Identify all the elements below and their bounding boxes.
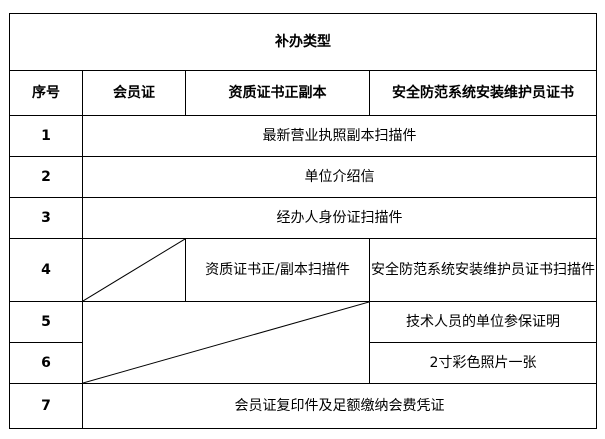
row-text-7: 会员证复印件及足额缴纳会费凭证 <box>82 383 597 429</box>
row-6-installer-card: 2寸彩色照片一张 <box>369 342 597 384</box>
diagonal-line <box>83 302 369 383</box>
diagonal-line <box>83 239 185 301</box>
row-index-3: 3 <box>9 197 83 239</box>
row-index-2: 2 <box>9 156 83 198</box>
row-5-installer-card: 技术人员的单位参保证明 <box>369 301 597 343</box>
header-index: 序号 <box>9 70 83 116</box>
row-index-7: 7 <box>9 383 83 429</box>
header-qualification: 资质证书正副本 <box>185 70 370 116</box>
empty-merged-cell-diagonal <box>82 301 370 384</box>
header-installer-card: 安全防范系统安装维护员证书 <box>369 70 597 116</box>
row-index-4: 4 <box>9 238 83 302</box>
row-index-6: 6 <box>9 342 83 384</box>
row-text-1: 最新营业执照副本扫描件 <box>82 115 597 157</box>
row-4-qualification: 资质证书正/副本扫描件 <box>185 238 370 302</box>
header-member-card: 会员证 <box>82 70 186 116</box>
empty-cell-diagonal <box>82 238 186 302</box>
table-title: 补办类型 <box>9 13 597 71</box>
requirements-table: 补办类型 序号 会员证 资质证书正副本 安全防范系统安装维护员证书 1 最新营业… <box>9 13 597 429</box>
row-text-2: 单位介绍信 <box>82 156 597 198</box>
row-text-3: 经办人身份证扫描件 <box>82 197 597 239</box>
row-4-installer-card: 安全防范系统安装维护员证书扫描件 <box>369 238 597 302</box>
row-index-1: 1 <box>9 115 83 157</box>
row-index-5: 5 <box>9 301 83 343</box>
